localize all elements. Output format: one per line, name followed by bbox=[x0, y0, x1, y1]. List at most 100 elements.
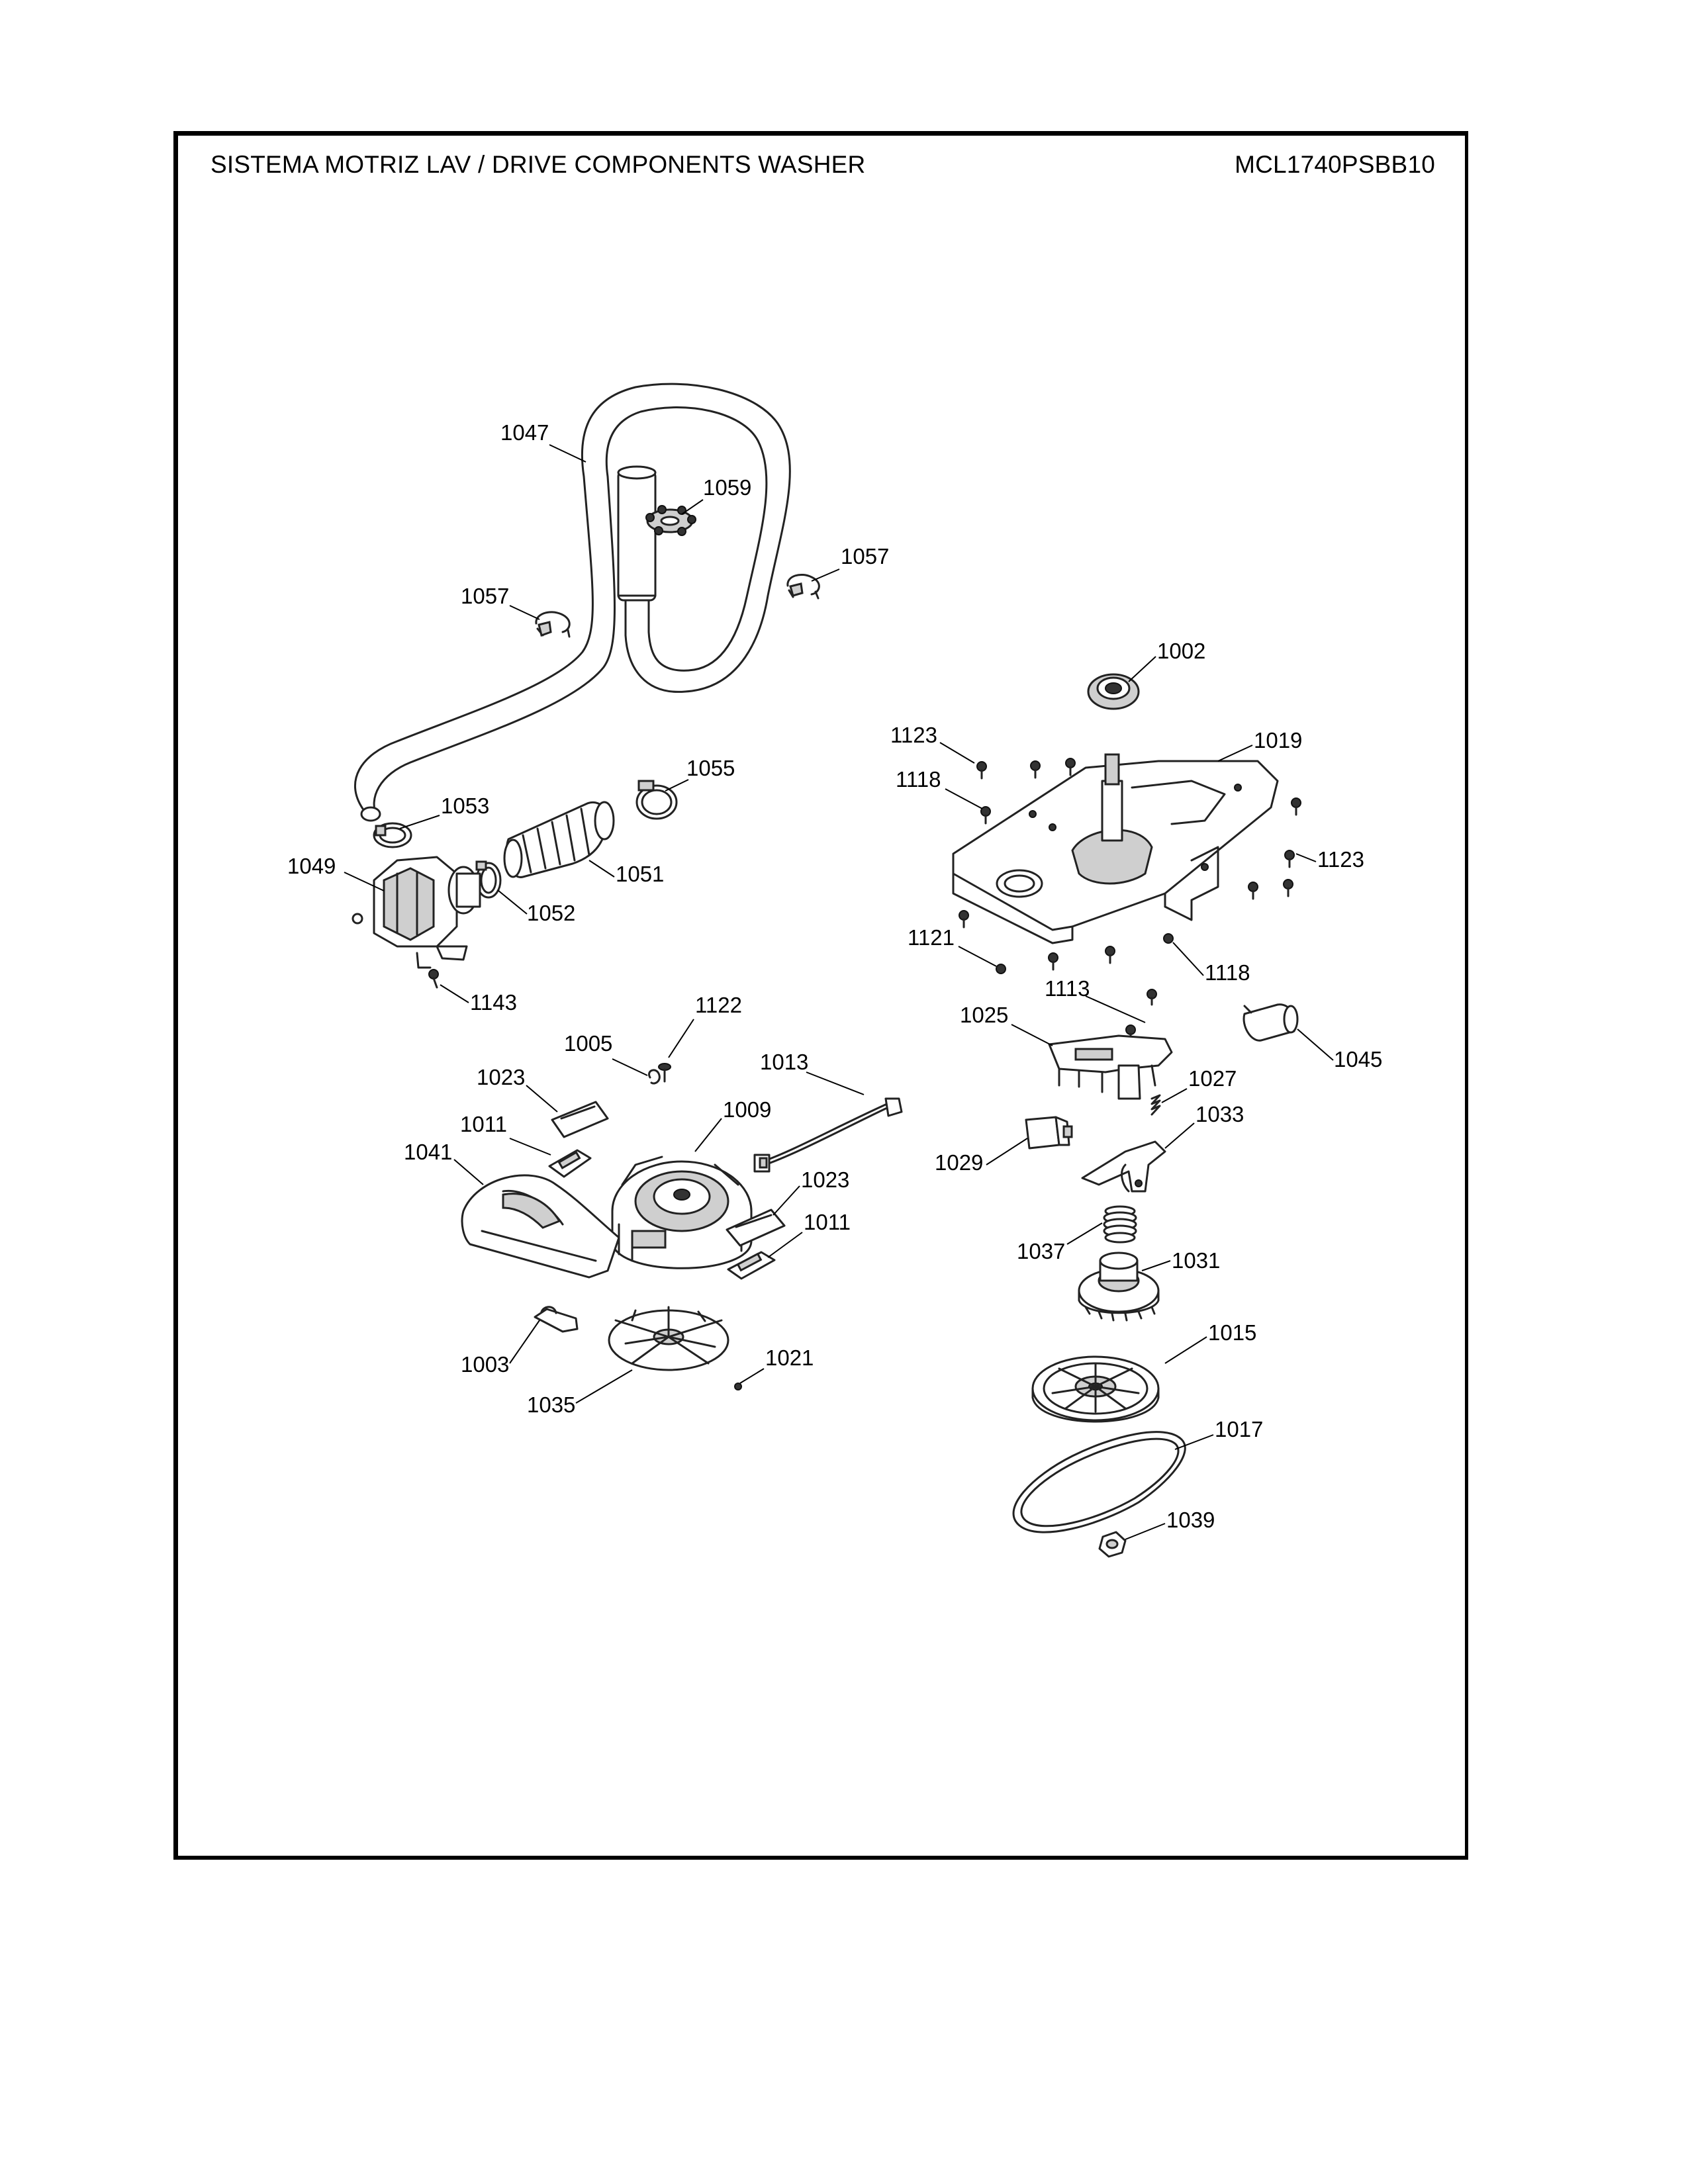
hose-clamp-large-drawing bbox=[635, 780, 678, 820]
leader-line-1053 bbox=[399, 815, 440, 829]
nut-1021-drawing bbox=[734, 1383, 742, 1390]
callout-label-1143: 1143 bbox=[470, 990, 517, 1015]
leader-line-1059 bbox=[681, 499, 704, 515]
callout-label-1055: 1055 bbox=[686, 756, 735, 780]
leader-line-1033 bbox=[1164, 1122, 1195, 1149]
leader-line-1057 bbox=[811, 569, 840, 582]
callout-label-1023: 1023 bbox=[801, 1167, 849, 1192]
leader-line-1017 bbox=[1174, 1434, 1214, 1450]
leader-line-1051 bbox=[588, 860, 615, 878]
callout-label-1123: 1123 bbox=[1317, 847, 1364, 872]
callout-label-1027: 1027 bbox=[1188, 1066, 1237, 1091]
leader-line-1025 bbox=[1011, 1024, 1053, 1046]
leader-line-1011 bbox=[509, 1138, 551, 1156]
callout-label-1015: 1015 bbox=[1208, 1320, 1256, 1345]
leader-line-1113 bbox=[1085, 995, 1146, 1023]
clamp-1003-drawing bbox=[534, 1306, 579, 1333]
callout-label-1037: 1037 bbox=[1017, 1239, 1065, 1263]
callout-label-1025: 1025 bbox=[960, 1003, 1008, 1027]
cover-upper-drawing bbox=[551, 1101, 609, 1138]
diagram-title: SISTEMA MOTRIZ LAV / DRIVE COMPONENTS WA… bbox=[211, 151, 866, 178]
callout-label-1118: 1118 bbox=[1205, 960, 1250, 985]
capacitor-drawing bbox=[1243, 1003, 1299, 1042]
callout-label-1045: 1045 bbox=[1334, 1047, 1382, 1071]
leader-line-1121 bbox=[958, 946, 997, 967]
leader-line-1143 bbox=[440, 984, 469, 1003]
hose-holder-drawing bbox=[645, 505, 696, 536]
leader-line-1049 bbox=[344, 872, 385, 891]
callout-label-1011: 1011 bbox=[460, 1112, 507, 1136]
callout-label-1049: 1049 bbox=[287, 854, 336, 878]
seal-drawing bbox=[1087, 673, 1140, 710]
leader-line-1021 bbox=[739, 1368, 765, 1384]
screw-1122-drawing bbox=[658, 1063, 671, 1083]
wire-harness-drawing bbox=[753, 1097, 903, 1173]
leader-line-1013 bbox=[806, 1071, 865, 1095]
screw-1143-drawing bbox=[428, 969, 439, 989]
callout-label-1041: 1041 bbox=[404, 1140, 452, 1164]
callout-label-1033: 1033 bbox=[1196, 1102, 1244, 1126]
spring-1037-drawing bbox=[1103, 1205, 1137, 1244]
callout-label-1009: 1009 bbox=[723, 1097, 771, 1122]
bracket-upper-drawing bbox=[548, 1149, 592, 1178]
bellows-hose-drawing bbox=[503, 801, 615, 878]
callout-leaders bbox=[344, 444, 1334, 1540]
hose-clamp-pump-inlet-drawing bbox=[475, 860, 502, 899]
shift-fork-drawing bbox=[1081, 1140, 1166, 1193]
callout-label-1029: 1029 bbox=[935, 1150, 983, 1175]
leader-line-1009 bbox=[694, 1118, 722, 1152]
callout-label-1059: 1059 bbox=[703, 475, 751, 500]
callout-label-1122: 1122 bbox=[695, 993, 742, 1017]
leader-line-1118 bbox=[1172, 942, 1204, 976]
motor-shroud-drawing bbox=[461, 1174, 620, 1279]
callout-label-1051: 1051 bbox=[616, 862, 664, 886]
callout-label-1013: 1013 bbox=[760, 1050, 808, 1074]
callout-label-1011: 1011 bbox=[804, 1210, 851, 1234]
plate-screws-drawing bbox=[959, 758, 1301, 1042]
callout-label-1047: 1047 bbox=[500, 420, 549, 445]
diagram-frame bbox=[173, 131, 1468, 1860]
callout-label-1057: 1057 bbox=[841, 544, 889, 569]
callout-label-1021: 1021 bbox=[765, 1345, 814, 1370]
leader-line-1118 bbox=[945, 788, 983, 809]
leader-line-1031 bbox=[1141, 1260, 1171, 1271]
callout-label-1123: 1123 bbox=[890, 723, 937, 747]
leader-line-1047 bbox=[549, 444, 586, 463]
callout-labels: 1047 1059 1057 1057 1055 1053 1051 1052 1049 1143… bbox=[287, 420, 1382, 1532]
leader-line-1027 bbox=[1161, 1088, 1188, 1103]
callout-label-1035: 1035 bbox=[527, 1392, 575, 1417]
callout-label-1057: 1057 bbox=[461, 584, 509, 608]
bracket-lower-drawing bbox=[727, 1251, 776, 1280]
base-plate-drawing bbox=[952, 753, 1279, 944]
callout-label-1019: 1019 bbox=[1254, 728, 1302, 752]
clutch-gear-drawing bbox=[1078, 1251, 1160, 1322]
leader-line-1045 bbox=[1297, 1028, 1334, 1061]
leader-line-1005 bbox=[612, 1058, 648, 1076]
callout-label-1113: 1113 bbox=[1045, 976, 1090, 1001]
motor-drawing bbox=[611, 1156, 753, 1269]
leader-line-1123 bbox=[939, 742, 975, 764]
leader-line-1015 bbox=[1164, 1336, 1207, 1364]
fan-drawing bbox=[608, 1306, 729, 1371]
leader-line-1019 bbox=[1217, 745, 1253, 762]
cover-lower-drawing bbox=[726, 1208, 786, 1247]
drain-hose-drawing bbox=[354, 383, 791, 822]
hose-clip-left-drawing bbox=[535, 611, 571, 638]
callout-label-1039: 1039 bbox=[1166, 1508, 1215, 1532]
leader-line-1029 bbox=[986, 1138, 1028, 1165]
callout-label-1053: 1053 bbox=[441, 794, 489, 818]
nut-1039-drawing bbox=[1098, 1531, 1127, 1558]
leader-line-1002 bbox=[1128, 656, 1156, 682]
callout-label-1121: 1121 bbox=[908, 925, 955, 950]
callout-label-1052: 1052 bbox=[527, 901, 575, 925]
leader-line-1057 bbox=[509, 605, 540, 620]
callout-label-1023: 1023 bbox=[477, 1065, 525, 1089]
callout-label-1003: 1003 bbox=[461, 1352, 509, 1377]
pulley-drawing bbox=[1031, 1355, 1160, 1423]
shift-actuator-drawing bbox=[1048, 1034, 1173, 1100]
leader-line-1055 bbox=[665, 779, 689, 792]
hose-clip-right-drawing bbox=[786, 574, 820, 600]
coupling-drawing bbox=[1025, 1116, 1073, 1150]
hose-clamp-pump-outlet-drawing bbox=[373, 822, 412, 848]
